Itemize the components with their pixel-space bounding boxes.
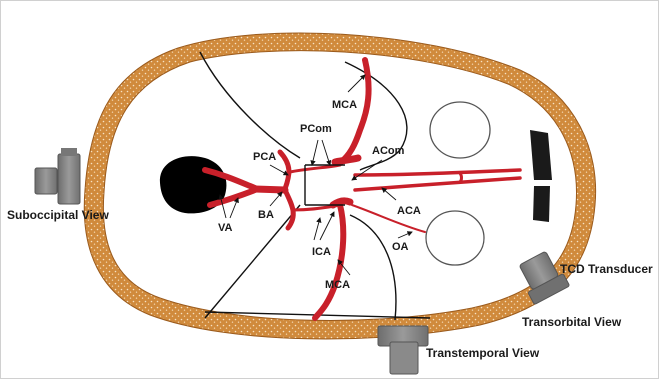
pca-upper (280, 152, 289, 189)
label-transtemporal-view: Transtemporal View (426, 346, 540, 360)
label-va: VA (218, 222, 233, 234)
orbit-upper (430, 102, 490, 158)
basilar-artery (255, 189, 285, 190)
label-mca-bottom: MCA (325, 279, 350, 291)
label-tcd-transducer: TCD Transducer (560, 262, 653, 276)
transtemporal-transducer (378, 326, 428, 374)
label-pcom: PCom (300, 123, 332, 135)
aca-lower (355, 178, 520, 190)
orbit-lower (426, 211, 484, 265)
suboccipital-transducer (35, 148, 80, 204)
transorbital-transducer (530, 130, 552, 222)
pcom-upper (290, 165, 340, 172)
ica-upper (335, 158, 358, 162)
arteries (205, 60, 520, 318)
label-suboccipital-view: Suboccipital View (7, 208, 109, 222)
midline-top-left (200, 52, 300, 158)
acom (460, 173, 462, 182)
label-pca: PCA (253, 151, 276, 163)
label-mca-top: MCA (332, 99, 357, 111)
label-ba: BA (258, 209, 274, 221)
aca-upper (355, 170, 520, 175)
sylvian-bottom (350, 215, 396, 320)
label-aca: ACA (397, 205, 421, 217)
label-oa: OA (392, 241, 409, 253)
label-acom: ACom (372, 145, 405, 157)
label-transorbital-view: Transorbital View (522, 315, 622, 329)
label-ica: ICA (312, 246, 331, 258)
